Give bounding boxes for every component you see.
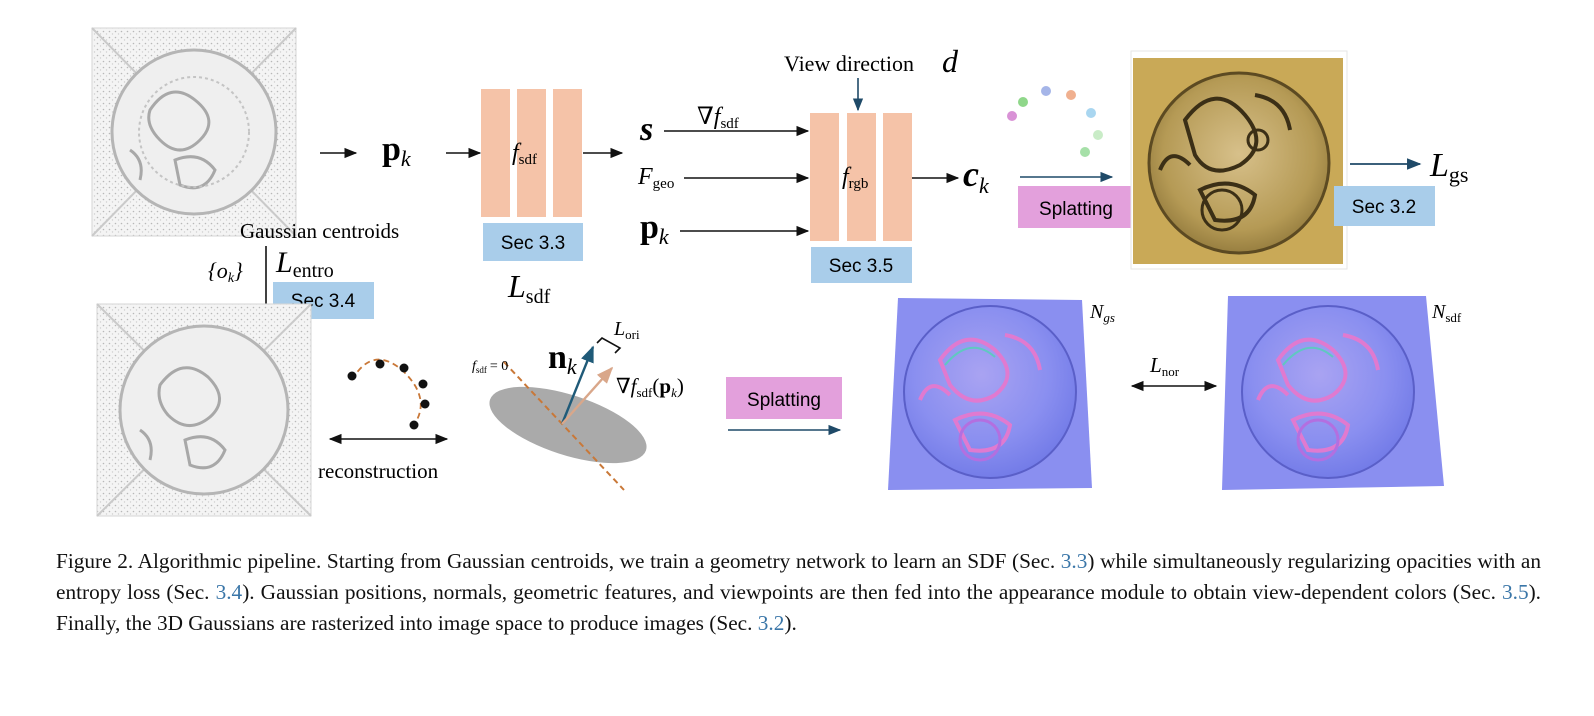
rendered-image (1130, 50, 1348, 270)
l-gs-label: Lgs (1429, 147, 1468, 187)
reconstruction-arc (347, 358, 430, 430)
c-k-label: ck (963, 154, 990, 198)
l-ori-label: Lori (613, 318, 640, 342)
point-cloud-top (91, 27, 297, 237)
f-sdf-network: fsdf (481, 89, 582, 217)
point-cloud-bottom (96, 303, 312, 517)
l-nor-label: Lnor (1149, 353, 1180, 379)
p-k-input-label: pk (640, 209, 670, 249)
ref-sec-3-4[interactable]: 3.4 (215, 580, 243, 604)
n-sdf-label: Nsdf (1431, 301, 1462, 325)
splatting-top-text: Splatting (1039, 199, 1113, 220)
s-label: s (639, 111, 653, 148)
reconstruction-label: reconstruction (318, 459, 439, 483)
colored-gaussians (1007, 86, 1103, 157)
sec-3-3-text: Sec 3.3 (501, 233, 565, 254)
p-k-label: pk (382, 131, 412, 171)
gaussian-centroids-label: Gaussian centroids (240, 219, 399, 243)
ref-sec-3-5[interactable]: 3.5 (1501, 580, 1529, 604)
o-k-label: {ok} (208, 258, 243, 286)
l-entro-label: Lentro (275, 246, 334, 282)
sec-3-5-badge (811, 247, 912, 283)
normal-map-sdf (1222, 296, 1444, 490)
ref-sec-3-3[interactable]: 3.3 (1060, 549, 1088, 573)
sec-3-2-text: Sec 3.2 (1352, 197, 1416, 218)
surface-normal-diagram (489, 337, 647, 491)
f-geo-label: Fgeo (637, 164, 674, 192)
sec-3-5-text: Sec 3.5 (829, 256, 893, 277)
sec-3-3-badge (483, 223, 583, 261)
n-gs-label: Ngs (1089, 301, 1115, 325)
splatting-bottom-text: Splatting (747, 390, 821, 411)
f-sdf-label: fsdf (512, 140, 537, 168)
f-rgb-label: frgb (842, 164, 868, 192)
splatting-bottom (726, 377, 842, 419)
d-label: d (942, 43, 959, 79)
sec-3-2-badge (1334, 186, 1435, 226)
n-k-label: nk (548, 339, 578, 379)
normal-map-gs (888, 298, 1092, 490)
f-rgb-network: frgb (810, 113, 912, 241)
ref-sec-3-2[interactable]: 3.2 (757, 611, 785, 635)
view-direction-label: View direction (784, 51, 914, 76)
figure-caption: Figure 2. Algorithmic pipeline. Starting… (56, 549, 1542, 635)
grad-f-sdf-label: ∇fsdf (697, 104, 739, 132)
f-sdf-zero-label: fsdf= 0 (472, 359, 508, 375)
splatting-top (1018, 186, 1134, 228)
l-sdf-label: Lsdf (507, 268, 551, 308)
grad-f-sdf-pk-label: ∇fsdf(pk) (616, 374, 684, 400)
